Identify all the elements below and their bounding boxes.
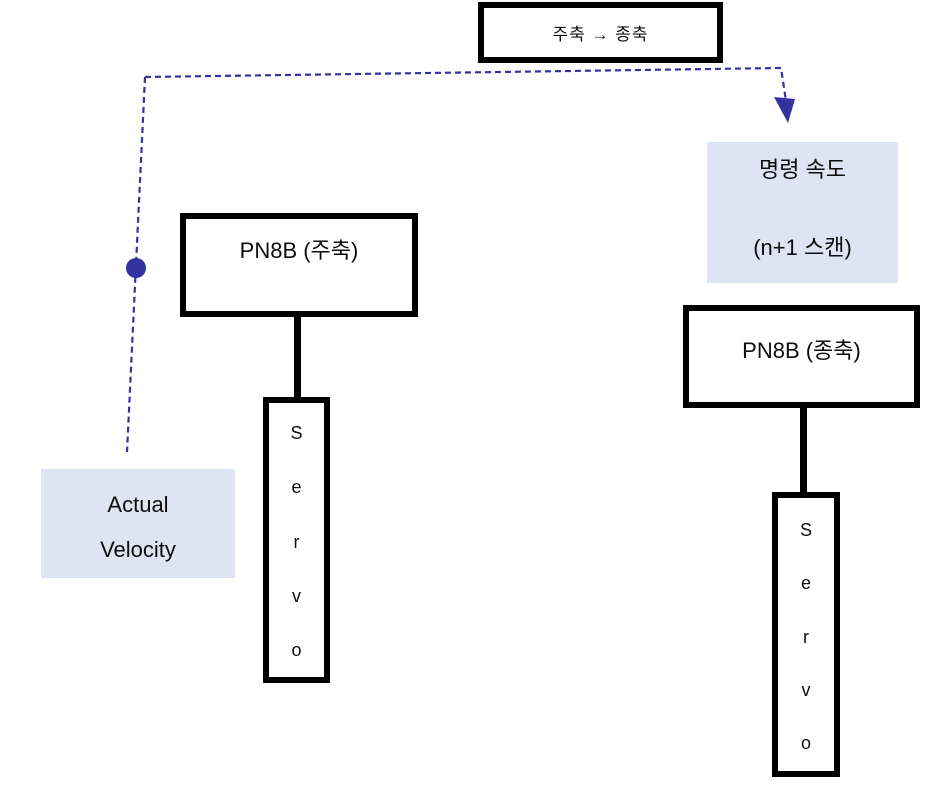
command-velocity-box: 명령 속도 (n+1 스캔) <box>707 142 898 283</box>
servo-box-slave: S e r v o <box>772 492 840 777</box>
servo-letter: r <box>803 626 809 647</box>
title-box-label: 주축 → 종축 <box>552 25 649 44</box>
pn8b-slave-box: PN8B (종축) <box>683 305 920 408</box>
servo-letter: v <box>292 585 301 606</box>
servo-letter: S <box>290 423 303 443</box>
arrowhead-icon <box>774 97 795 123</box>
dashed-flow-line-left <box>125 76 147 453</box>
title-box-master-to-slave: 주축 → 종축 <box>478 2 723 63</box>
pn8b-master-label: PN8B (주축) <box>239 238 359 263</box>
pn8b-slave-label: PN8B (종축) <box>742 338 861 363</box>
servo-letter: o <box>291 640 302 660</box>
servo-letter: e <box>800 573 811 594</box>
actual-velocity-line1: Actual <box>107 492 169 517</box>
actual-velocity-box: Actual Velocity <box>41 469 235 578</box>
servo-letter: e <box>291 477 302 498</box>
servo-letter: S <box>799 520 812 540</box>
command-velocity-line2: (n+1 스캔) <box>753 235 852 260</box>
servo-letter: o <box>800 733 811 753</box>
actual-velocity-line2: Velocity <box>100 537 176 562</box>
junction-dot-icon <box>126 258 146 278</box>
servo-letter: v <box>801 679 811 700</box>
connector-pn8b-slave-to-servo <box>800 407 807 493</box>
connector-pn8b-master-to-servo <box>294 316 301 398</box>
command-velocity-line1: 명령 속도 <box>758 157 847 182</box>
pn8b-master-box: PN8B (주축) <box>180 213 418 317</box>
dashed-flow-line-top <box>144 66 788 102</box>
servo-box-master: S e r v o <box>263 397 330 683</box>
servo-letter: r <box>293 531 300 552</box>
